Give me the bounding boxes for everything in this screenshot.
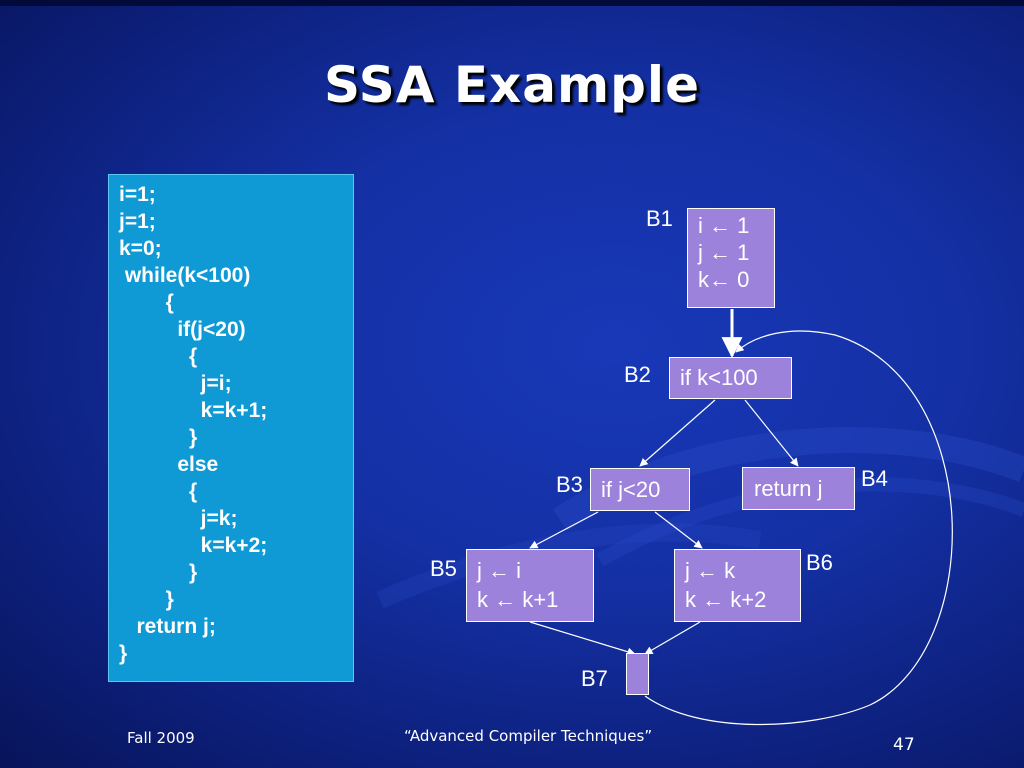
block-b6-line: k ← k+2 xyxy=(685,587,767,612)
code-line: i=1; xyxy=(119,183,156,206)
slide-title: SSA Example xyxy=(324,56,700,114)
block-label-b5: B5 xyxy=(430,556,457,581)
code-line: } xyxy=(119,561,198,584)
footer-course: “Advanced Compiler Techniques” xyxy=(404,727,653,745)
block-b4-line: return j xyxy=(754,476,823,501)
code-line: k=0; xyxy=(119,237,162,260)
block-label-b1: B1 xyxy=(646,206,673,231)
code-line: k=k+2; xyxy=(119,534,268,557)
block-b3-line: if j<20 xyxy=(601,477,661,502)
code-line: { xyxy=(119,345,198,368)
block-b1: i ← 1 j ← 1 k← 0 xyxy=(687,208,775,308)
code-line: return j; xyxy=(119,615,216,638)
block-b2-line: if k<100 xyxy=(680,365,758,390)
block-label-b2: B2 xyxy=(624,362,651,387)
code-line: { xyxy=(119,291,174,314)
block-b6-line: j ← k xyxy=(685,558,736,583)
code-line: } xyxy=(119,588,174,611)
block-b4: return j xyxy=(742,467,855,510)
code-line: } xyxy=(119,642,128,665)
code-line: k=k+1; xyxy=(119,399,268,422)
block-b1-line: i ← 1 xyxy=(698,213,750,238)
block-b6: j ← k k ← k+2 xyxy=(674,549,801,622)
code-line: j=i; xyxy=(119,372,232,395)
block-label-b3: B3 xyxy=(556,472,583,497)
footer-date: Fall 2009 xyxy=(127,729,195,747)
block-b3: if j<20 xyxy=(590,468,690,511)
block-b5: j ← i k ← k+1 xyxy=(466,549,594,622)
block-label-b6: B6 xyxy=(806,550,833,575)
code-line: j=k; xyxy=(119,507,238,530)
block-b2: if k<100 xyxy=(669,357,792,399)
code-line: while(k<100) xyxy=(119,264,251,287)
page-number: 47 xyxy=(893,735,915,755)
code-panel: i=1; j=1; k=0; while(k<100) { if(j<20) {… xyxy=(108,174,354,682)
top-band xyxy=(0,0,1024,6)
block-b1-line: j ← 1 xyxy=(698,240,750,265)
block-label-b4: B4 xyxy=(861,466,888,491)
code-line: j=1; xyxy=(119,210,156,233)
block-b5-line: j ← i xyxy=(477,558,521,583)
code-line: if(j<20) xyxy=(119,318,246,341)
code-line: } xyxy=(119,426,198,449)
block-b1-line: k← 0 xyxy=(698,267,750,292)
code-line: else xyxy=(119,453,219,476)
code-line: { xyxy=(119,480,198,503)
block-label-b7: B7 xyxy=(581,666,608,691)
block-b7 xyxy=(626,653,649,695)
block-b5-line: k ← k+1 xyxy=(477,587,559,612)
